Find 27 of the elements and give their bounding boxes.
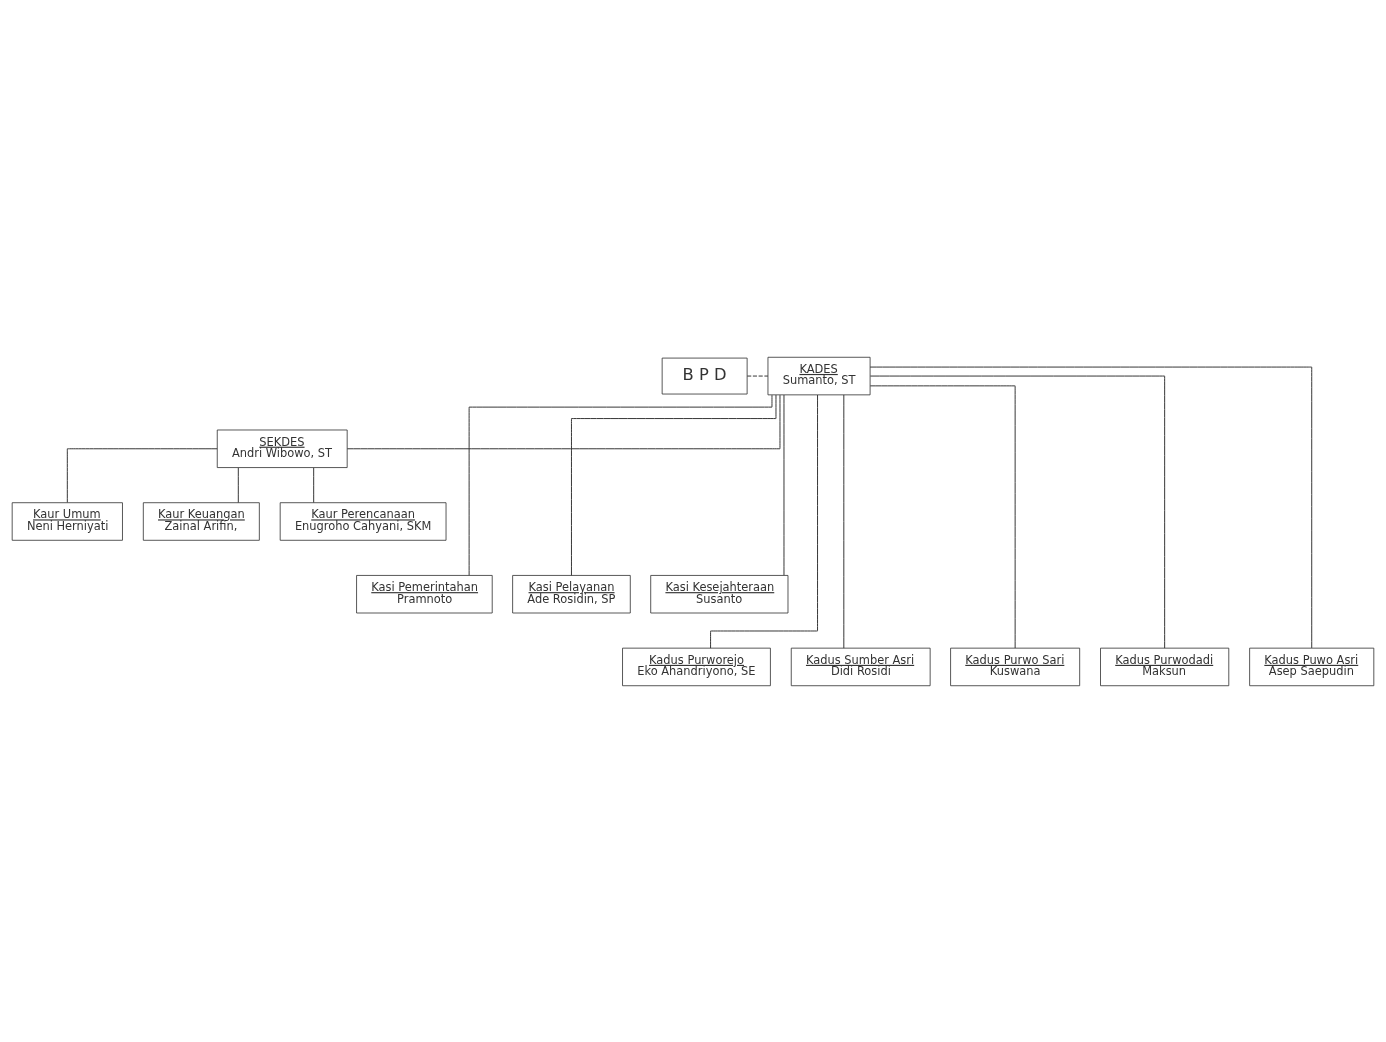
node-box: Kaur Umum Neni Herniyati <box>11 501 123 541</box>
node-box: SEKDES Andri Wibowo, ST <box>216 429 348 468</box>
connector <box>869 366 1313 648</box>
connector <box>710 394 819 649</box>
node-box: Kadus Purwo Sari Kuswana <box>950 647 1081 686</box>
connector <box>313 466 315 503</box>
connector <box>570 394 777 576</box>
node-box: Kasi Kesejahteraan Susanto <box>650 574 789 613</box>
node-box: Kaur Perencanaan Enugroho Cahyani, SKM <box>279 501 447 541</box>
connector <box>869 384 1016 649</box>
node-box: Kaur Keuangan Zainal Arifin, <box>142 501 260 541</box>
node-box: Kadus Puwo Asri Asep Saepudin <box>1249 647 1375 686</box>
node-box: B P D <box>661 357 748 394</box>
connector <box>237 466 239 503</box>
connector <box>468 394 773 576</box>
node-box: Kadus Sumber Asri Didi Rosidi <box>790 647 931 686</box>
connector <box>746 375 769 377</box>
connector <box>346 394 781 449</box>
connector <box>843 393 845 649</box>
connector <box>66 447 218 503</box>
connector <box>783 394 785 576</box>
connector <box>869 375 1166 649</box>
node-box: Kasi Pelayanan Ade Rosidin, SP <box>512 574 631 613</box>
node-box: Kasi Pemerintahan Pramnoto <box>356 574 493 613</box>
node-box: KADES Sumanto, ST <box>767 356 871 395</box>
node-box: Kadus Purwodadi Maksun <box>1100 647 1230 686</box>
node-box: Kadus Purworejo Eko Ahandriyono, SE <box>622 647 771 686</box>
